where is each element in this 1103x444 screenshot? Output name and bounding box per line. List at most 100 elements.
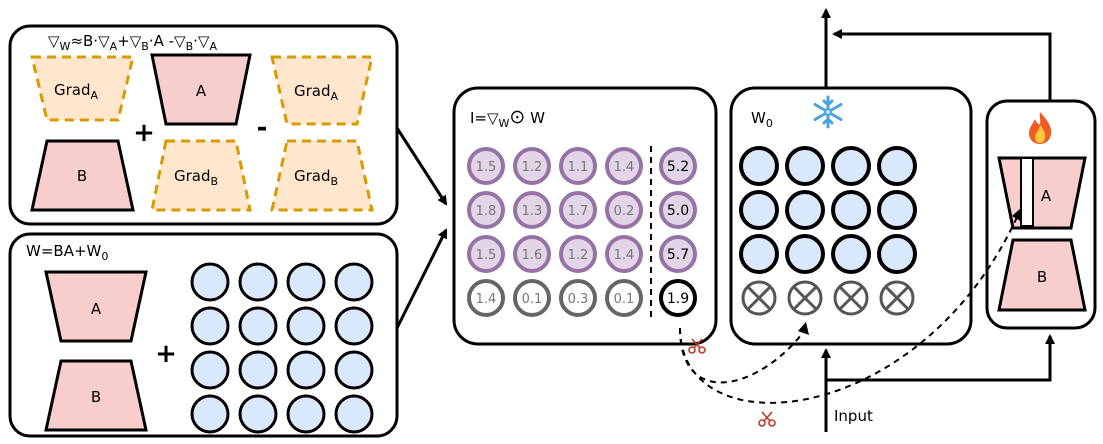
a-block-trainable: A [997,156,1087,230]
cross-mark [838,285,864,311]
frozen-weight-circle [785,146,825,186]
arrow-adapter-to-output [832,29,1052,101]
row-sum-cell [659,235,697,273]
arrow-input-to-adapter [826,334,1055,382]
row-sum-value: 5.7 [667,247,689,263]
importance-cell [605,191,643,229]
frozen-weight-circle [739,190,779,230]
frozen-weight-circle [785,190,825,230]
weight-formula: W=BA+W0 [26,242,108,263]
lora-weight-panel: W=BA+W0 A B + [8,232,399,438]
scissors-icon [758,411,776,427]
weight-circle [286,262,326,302]
importance-cell-value: 1.5 [476,248,497,263]
weight-circle [190,394,230,434]
b-block-bottom: B [44,359,148,432]
cross-mark [746,285,772,311]
importance-cell [467,191,505,229]
grad-a-block-right: GradA [270,55,374,126]
frozen-weight-grid [739,146,917,316]
importance-cell [559,279,597,317]
importance-cell-value: 1.4 [614,248,635,263]
importance-cell [559,191,597,229]
importance-cell [513,235,551,273]
weight-circle [190,350,230,390]
weight-circle [238,262,278,302]
weight-circle [190,306,230,346]
snowflake-icon [813,95,843,129]
weight-circle [334,262,374,302]
frozen-weight-panel: W0 [729,86,973,346]
arrow-top-to-importance [395,127,448,206]
importance-cell-value: 1.4 [614,160,635,175]
weight-circle [238,350,278,390]
svg-text:A: A [196,82,207,100]
arrows [395,8,1055,432]
importance-cell-value: 1.3 [522,204,543,219]
dashed-arrow-to-adapter [679,214,1019,404]
weight-circle [334,306,374,346]
svg-text:GradA: GradA [54,81,99,102]
frozen-weight-circle [877,190,917,230]
fire-icon [1029,112,1052,144]
frozen-weight-circle [877,234,917,274]
grad-b-block-right: GradB [270,139,374,212]
frozen-weight-circle [831,146,871,186]
importance-cell-value: 1.2 [568,248,589,263]
input-label: Input [834,407,873,425]
importance-cell-value: 0.1 [522,292,543,307]
importance-cell-value: 1.7 [568,204,589,219]
importance-cell-value: 0.3 [568,292,589,307]
cross-mark [792,285,818,311]
importance-cell-value: 1.2 [522,160,543,175]
weight-circle [286,306,326,346]
importance-cell [605,235,643,273]
importance-cell [605,147,643,185]
cross-mark [884,285,910,311]
weight-circle [238,306,278,346]
weight-circle-grid [190,262,374,434]
scissors-icon [688,338,706,354]
pruning-paths [679,214,1019,404]
dashed-arrowhead-adapter [1012,208,1022,222]
a-block-middle: A [150,53,252,126]
importance-cell [467,147,505,185]
importance-cell-value: 1.8 [476,204,497,219]
pruned-row-strip [1020,157,1034,227]
weight-circle [334,394,374,434]
importance-cell [559,235,597,273]
trainable-adapter-panel: A B [985,99,1097,330]
importance-cell [513,191,551,229]
frozen-weight-circle [831,190,871,230]
frozen-weight-circle [785,234,825,274]
importance-cell-value: 1.6 [522,248,543,263]
plus-sign: + [155,339,177,369]
importance-cell-value: 0.1 [614,292,635,307]
grad-a-block-left: GradA [30,55,135,122]
minus-sign: - [257,113,268,143]
weight-circle [286,394,326,434]
gradient-formula: ▽W≈B·▽A+▽B·A -▽B·▽A [48,32,217,53]
arrow-bottom-to-importance [395,228,448,329]
svg-text:A: A [91,300,102,318]
svg-text:B: B [1037,268,1047,286]
plus-sign: + [133,118,155,148]
a-block-bottom: A [44,270,148,343]
frozen-weight-circle [739,234,779,274]
b-block-left: B [30,139,135,212]
svg-text:B: B [77,167,87,185]
importance-formula: I=▽W⊙ W [470,106,545,130]
weight-circle [238,394,278,434]
row-sum-value: 1.9 [667,291,689,307]
row-sum-value: 5.0 [667,203,689,219]
importance-cell-value: 0.2 [614,204,635,219]
importance-cell-value: 1.5 [476,160,497,175]
importance-cell [559,147,597,185]
importance-cell-value: 1.1 [568,160,589,175]
importance-cell [467,279,505,317]
importance-cell [513,147,551,185]
importance-cell [467,235,505,273]
